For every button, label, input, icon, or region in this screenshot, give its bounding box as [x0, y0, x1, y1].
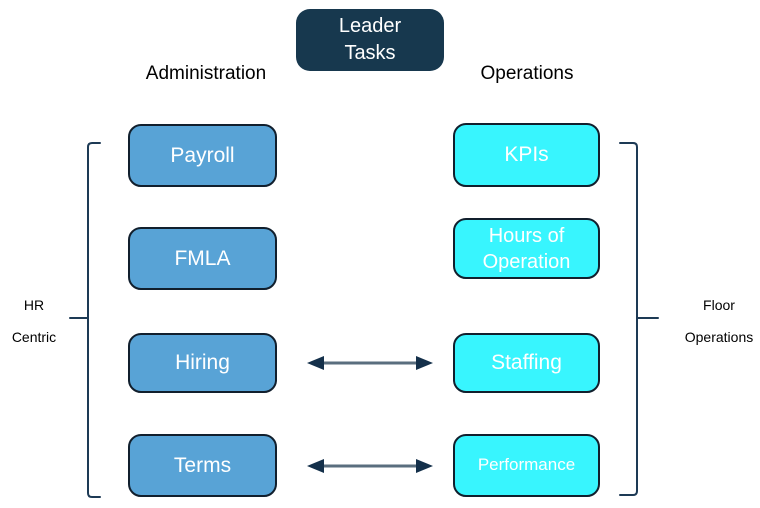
floor-operations-bracket — [619, 142, 659, 496]
ops-box-kpis: KPIs — [453, 123, 600, 187]
hr-centric-label-line1: HR — [23, 297, 45, 313]
hiring-staffing-arrow — [307, 356, 433, 370]
terms-performance-arrow — [307, 459, 433, 473]
hr-centric-label-line2: Centric — [11, 329, 57, 345]
admin-box-terms: Terms — [128, 434, 277, 497]
ops-box-hours-of-operation: Hours of Operation — [453, 218, 600, 279]
admin-box-payroll: Payroll — [128, 124, 277, 187]
floor-operations-label-line1: Floor — [703, 297, 735, 313]
administration-column-header: Administration — [145, 63, 267, 84]
ops-box-performance: Performance — [453, 434, 600, 497]
ops-box-staffing: Staffing — [453, 333, 600, 393]
admin-box-hiring: Hiring — [128, 333, 277, 393]
floor-operations-label-line2: Operations — [684, 329, 754, 345]
hr-centric-bracket — [69, 142, 101, 498]
operations-column-header: Operations — [480, 63, 574, 84]
admin-box-fmla: FMLA — [128, 227, 277, 290]
leader-tasks-box: Leader Tasks — [296, 9, 444, 71]
